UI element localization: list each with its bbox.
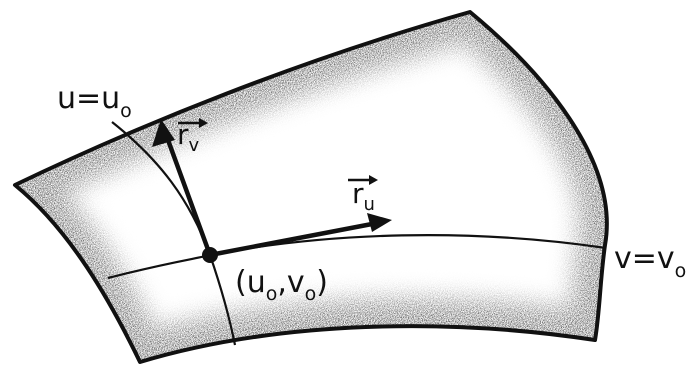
label-r-u: ru [352,177,375,215]
label-r-v-overarrow [178,118,208,128]
tangent-vector-ru-shaft [207,221,375,258]
tangent-vector-ru-arrowhead [367,213,392,232]
label-r-v: rv [177,118,200,156]
point-u0-v0 [202,247,218,263]
surface-boundary [13,10,609,364]
label-u-equals-u0: u=uo [57,81,132,122]
tangent-vector-rv-shaft [165,137,213,258]
label-r-u-overarrow [348,175,378,185]
label-point-coordinates: (uo,vo) [235,265,328,305]
tangent-vector-rv-arrowhead [152,119,175,147]
label-v-equals-v0: v=vo [614,241,686,282]
